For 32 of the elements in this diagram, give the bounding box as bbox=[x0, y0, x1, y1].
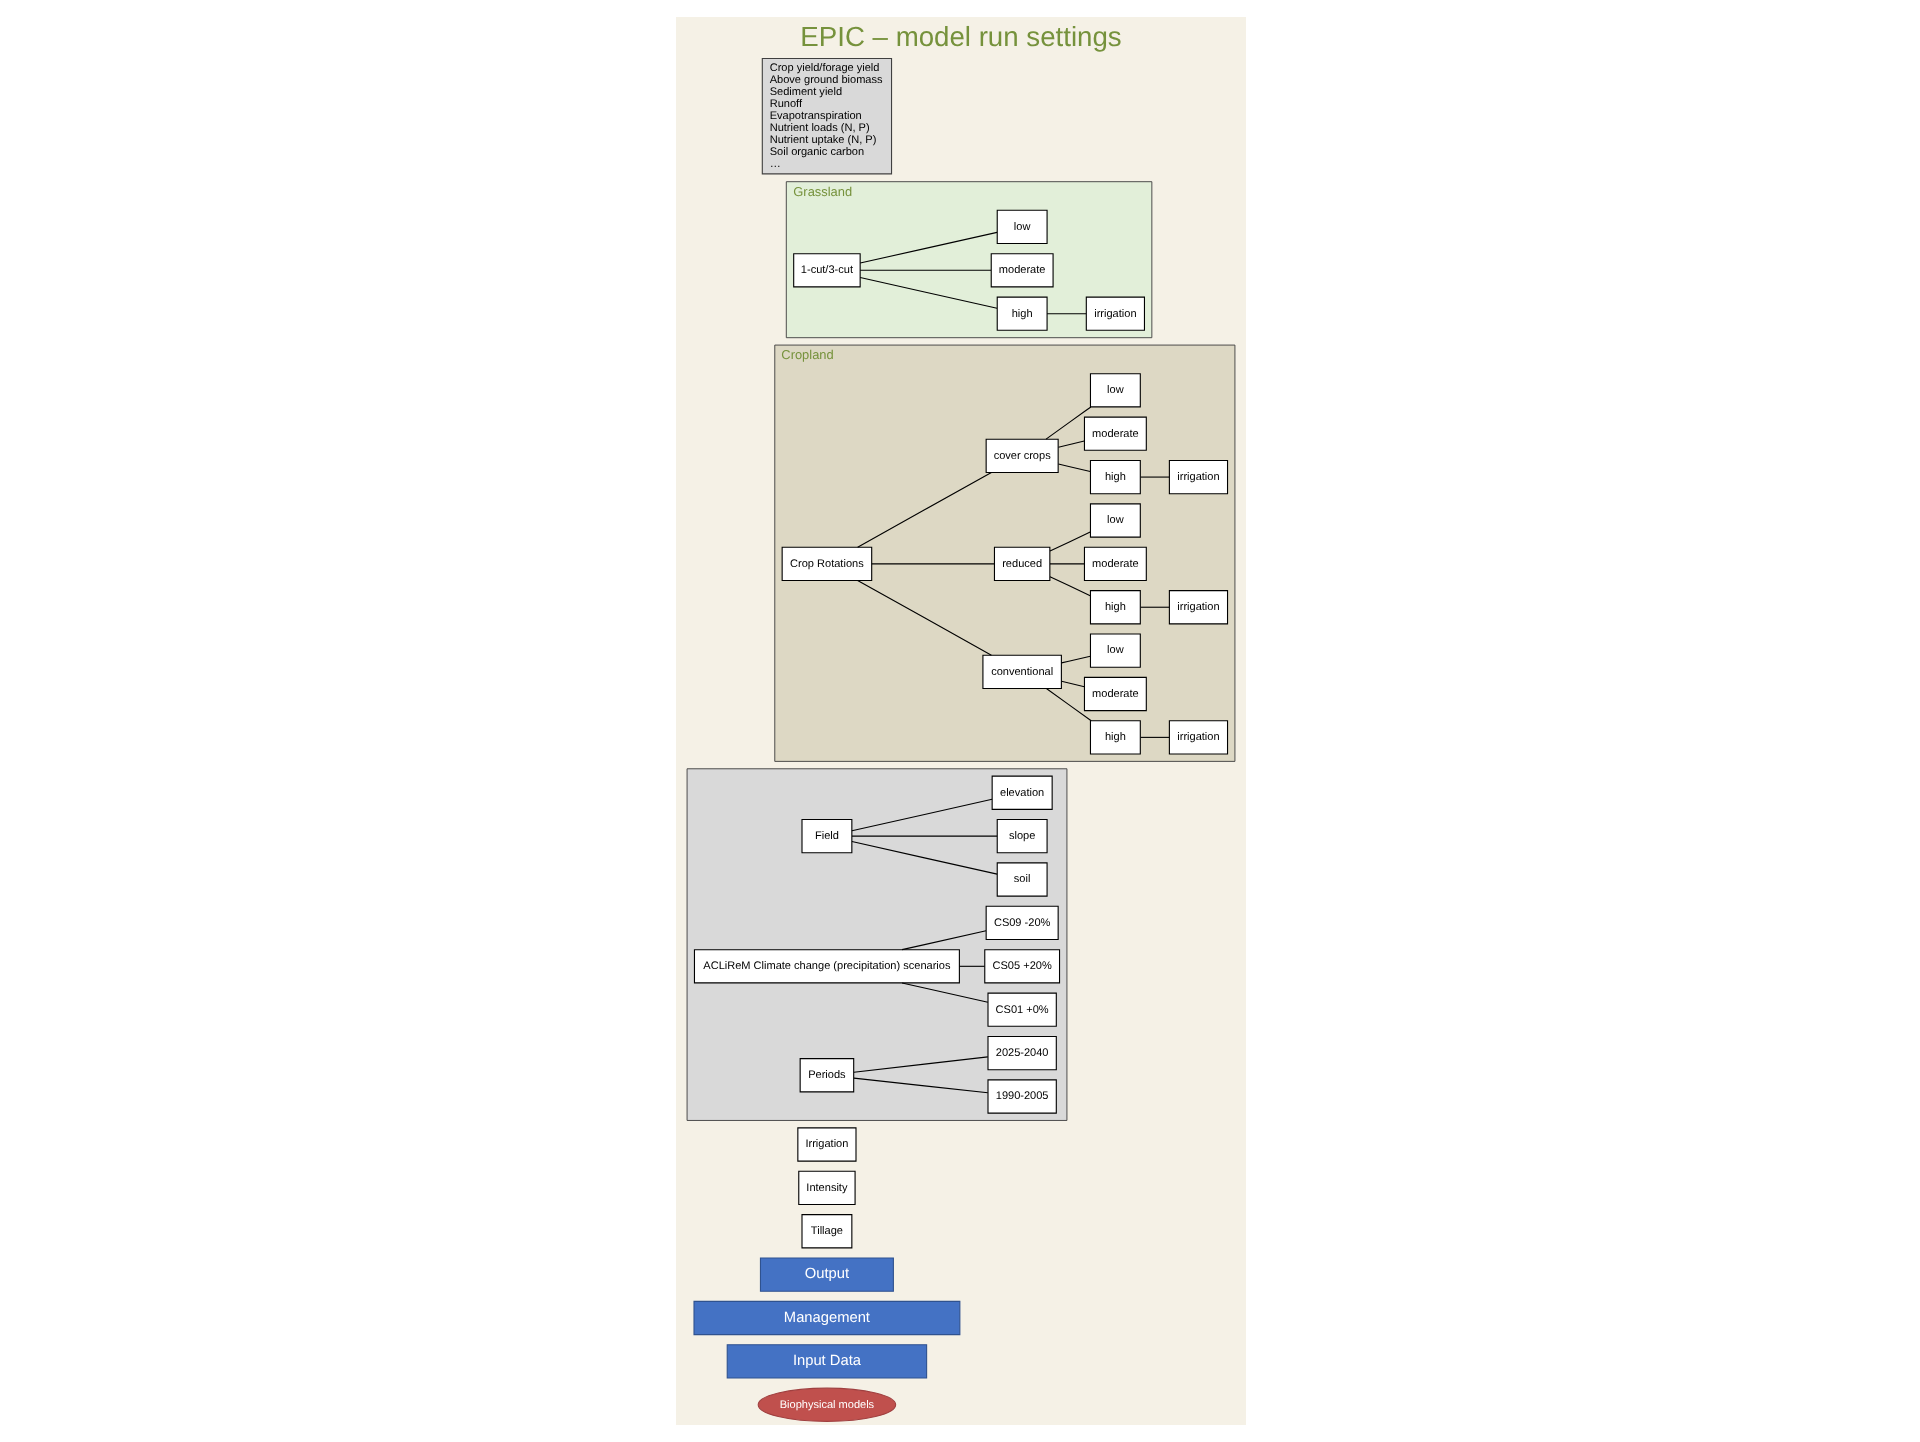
connector bbox=[1060, 680, 1084, 688]
node-box: Output bbox=[758, 1257, 893, 1292]
connector bbox=[1044, 406, 1091, 440]
connector bbox=[850, 798, 992, 832]
connector bbox=[1139, 476, 1169, 478]
diagram-title: EPIC – model run settings bbox=[799, 20, 1121, 53]
connector bbox=[850, 835, 997, 837]
connector bbox=[870, 563, 994, 565]
connector bbox=[1048, 576, 1090, 597]
connector bbox=[858, 277, 997, 309]
connector bbox=[1139, 736, 1169, 738]
connector bbox=[856, 471, 991, 548]
connector bbox=[858, 269, 991, 271]
connector bbox=[858, 231, 997, 264]
connector bbox=[852, 1077, 988, 1094]
connector bbox=[900, 930, 986, 951]
connector bbox=[1048, 563, 1084, 565]
node-box: Input Data bbox=[725, 1344, 927, 1379]
connector bbox=[1056, 440, 1084, 448]
connector bbox=[1139, 606, 1169, 608]
node-box: Management bbox=[692, 1300, 960, 1336]
connector bbox=[1056, 463, 1090, 472]
connector bbox=[852, 1056, 988, 1073]
connector bbox=[850, 841, 997, 875]
cluster bbox=[685, 768, 1067, 1121]
connector bbox=[957, 965, 985, 967]
connector bbox=[856, 579, 991, 656]
connector bbox=[1045, 313, 1086, 315]
connector bbox=[1048, 531, 1090, 552]
connector bbox=[1044, 688, 1091, 722]
connector bbox=[900, 982, 988, 1003]
connector bbox=[1060, 655, 1090, 664]
